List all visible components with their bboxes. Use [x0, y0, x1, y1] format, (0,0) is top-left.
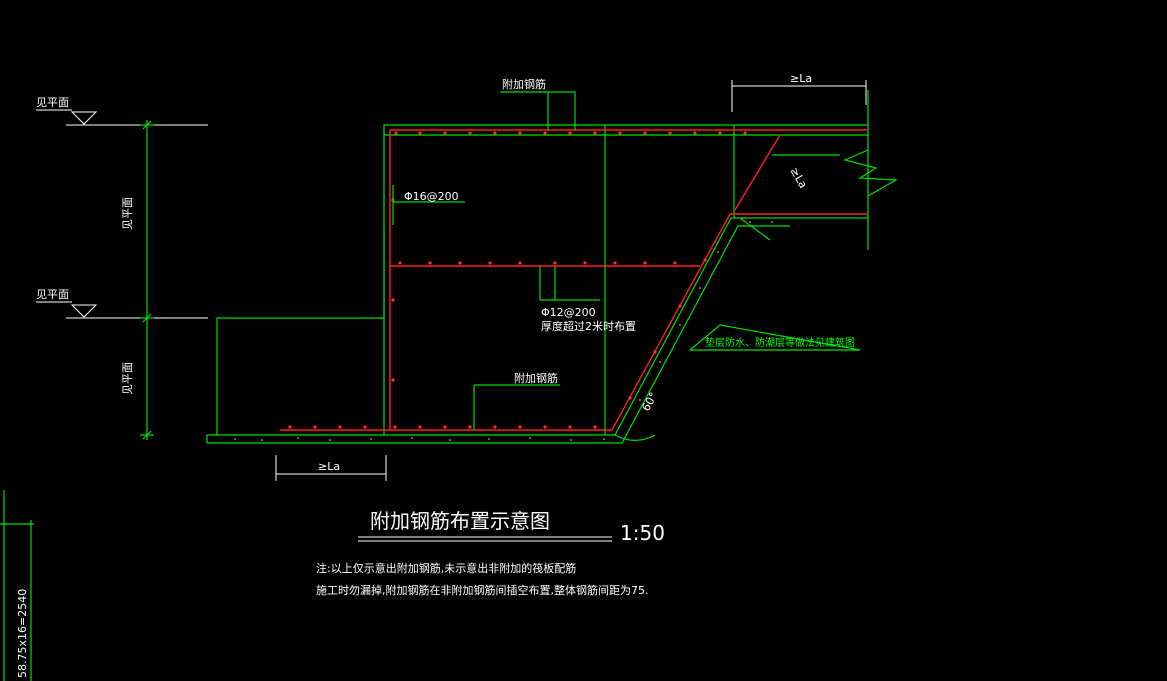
dimension-top-la: ≥La: [731, 72, 867, 112]
level-marker-upper: 见平面: [36, 96, 208, 126]
left-edge-dimension: 58.75x16=2540: [0, 490, 34, 681]
note-line-2: 施工时勿漏掉,附加钢筋在非附加钢筋间插空布置,整体钢筋间距为75.: [316, 583, 649, 597]
dim-vertical-text-1: 见平面: [121, 197, 134, 230]
vertical-dimension: 见平面 见平面: [121, 120, 154, 440]
drawing-title-block: 附加钢筋布置示意图 1:50: [358, 509, 665, 545]
bottom-extra-rebar-label: 附加钢筋: [514, 371, 558, 385]
anchor-slope-text: ≥La: [787, 165, 809, 191]
rebar-phi12-label: Φ12@200: [541, 306, 596, 319]
foundation-outline: [216, 90, 899, 435]
level-marker-lower: 见平面: [36, 288, 208, 319]
drawing-scale: 1:50: [620, 521, 665, 545]
rebar-dots-side: [391, 198, 707, 400]
angle-label: 60°: [639, 390, 660, 413]
rebar-dots-top: [394, 131, 747, 135]
rebar-lines: [280, 129, 868, 431]
note-line-1: 注:以上仅示意出附加钢筋,未示意出非附加的筏板配筋: [316, 561, 576, 575]
rebar-dots-bottom: [288, 425, 597, 429]
anchor-top-text: ≥La: [790, 72, 812, 85]
level-label-upper: 见平面: [36, 96, 69, 109]
rebar-dots-middle: [398, 261, 677, 265]
anchor-bottom-text: ≥La: [318, 460, 340, 473]
leader-lines: [392, 91, 861, 441]
dimension-slope-la: ≥La: [787, 165, 809, 191]
left-edge-dim-text: 58.75x16=2540: [16, 589, 29, 678]
waterproof-note: 垫层防水、防潮层等做法见建筑图: [705, 336, 855, 349]
rebar-phi16-label: Φ16@200: [404, 190, 459, 203]
drawing-title: 附加钢筋布置示意图: [370, 509, 550, 533]
cushion-slab: [206, 217, 868, 444]
level-label-lower: 见平面: [36, 288, 69, 301]
dim-vertical-text-2: 见平面: [121, 362, 134, 395]
top-extra-rebar-label: 附加钢筋: [502, 77, 546, 91]
dimension-bottom-la: ≥La: [275, 455, 387, 481]
phi12-note-label: 厚度超过2米时布置: [541, 319, 636, 333]
